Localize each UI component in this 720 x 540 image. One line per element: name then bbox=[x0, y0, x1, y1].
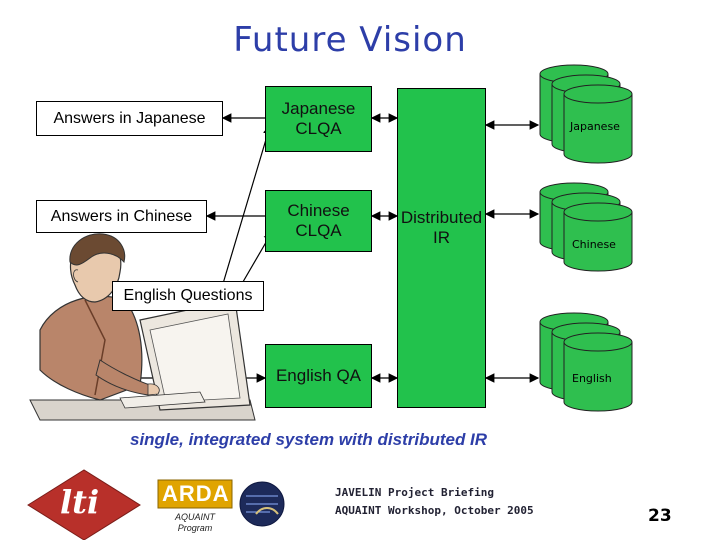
chinese-clqa-line1: Chinese bbox=[287, 200, 350, 220]
answers-chinese-box: Answers in Chinese bbox=[36, 200, 207, 233]
english-db-icon bbox=[539, 312, 633, 412]
chinese-db-icon bbox=[539, 182, 633, 272]
arrow-eq-jp bbox=[221, 124, 273, 288]
footer-line1: JAVELIN Project Briefing bbox=[335, 486, 494, 499]
japanese-db-icon bbox=[539, 64, 633, 164]
lti-logo-text: lti bbox=[60, 483, 100, 521]
japanese-db-label: Japanese bbox=[570, 120, 620, 133]
diagram-caption: single, integrated system with distribut… bbox=[130, 430, 488, 449]
english-qa-module: English QA bbox=[265, 344, 372, 408]
program-text: Program bbox=[177, 522, 213, 533]
english-qa-label: English QA bbox=[275, 365, 362, 385]
chinese-db-label: Chinese bbox=[572, 238, 616, 251]
japanese-clqa-line2: CLQA bbox=[295, 119, 342, 138]
page-title: Future Vision bbox=[233, 20, 467, 60]
aquaint-badge-icon bbox=[239, 481, 285, 527]
arda-logo bbox=[157, 479, 233, 509]
english-db-label: English bbox=[572, 372, 612, 385]
japanese-clqa-line1: Japanese bbox=[281, 98, 356, 118]
page-number: 23 bbox=[648, 506, 672, 526]
footer-line2: AQUAINT Workshop, October 2005 bbox=[335, 504, 534, 517]
chinese-clqa-line2: CLQA bbox=[295, 221, 342, 240]
lti-logo bbox=[27, 469, 141, 540]
answers-japanese-box: Answers in Japanese bbox=[36, 101, 223, 136]
distributed-ir-line1: Distributed bbox=[400, 207, 483, 227]
english-questions-box: English Questions bbox=[112, 281, 264, 311]
distributed-ir-line2: IR bbox=[432, 228, 450, 247]
arda-logo-text: ARDA bbox=[162, 481, 230, 506]
aquaint-text: AQUAINT bbox=[174, 512, 215, 522]
